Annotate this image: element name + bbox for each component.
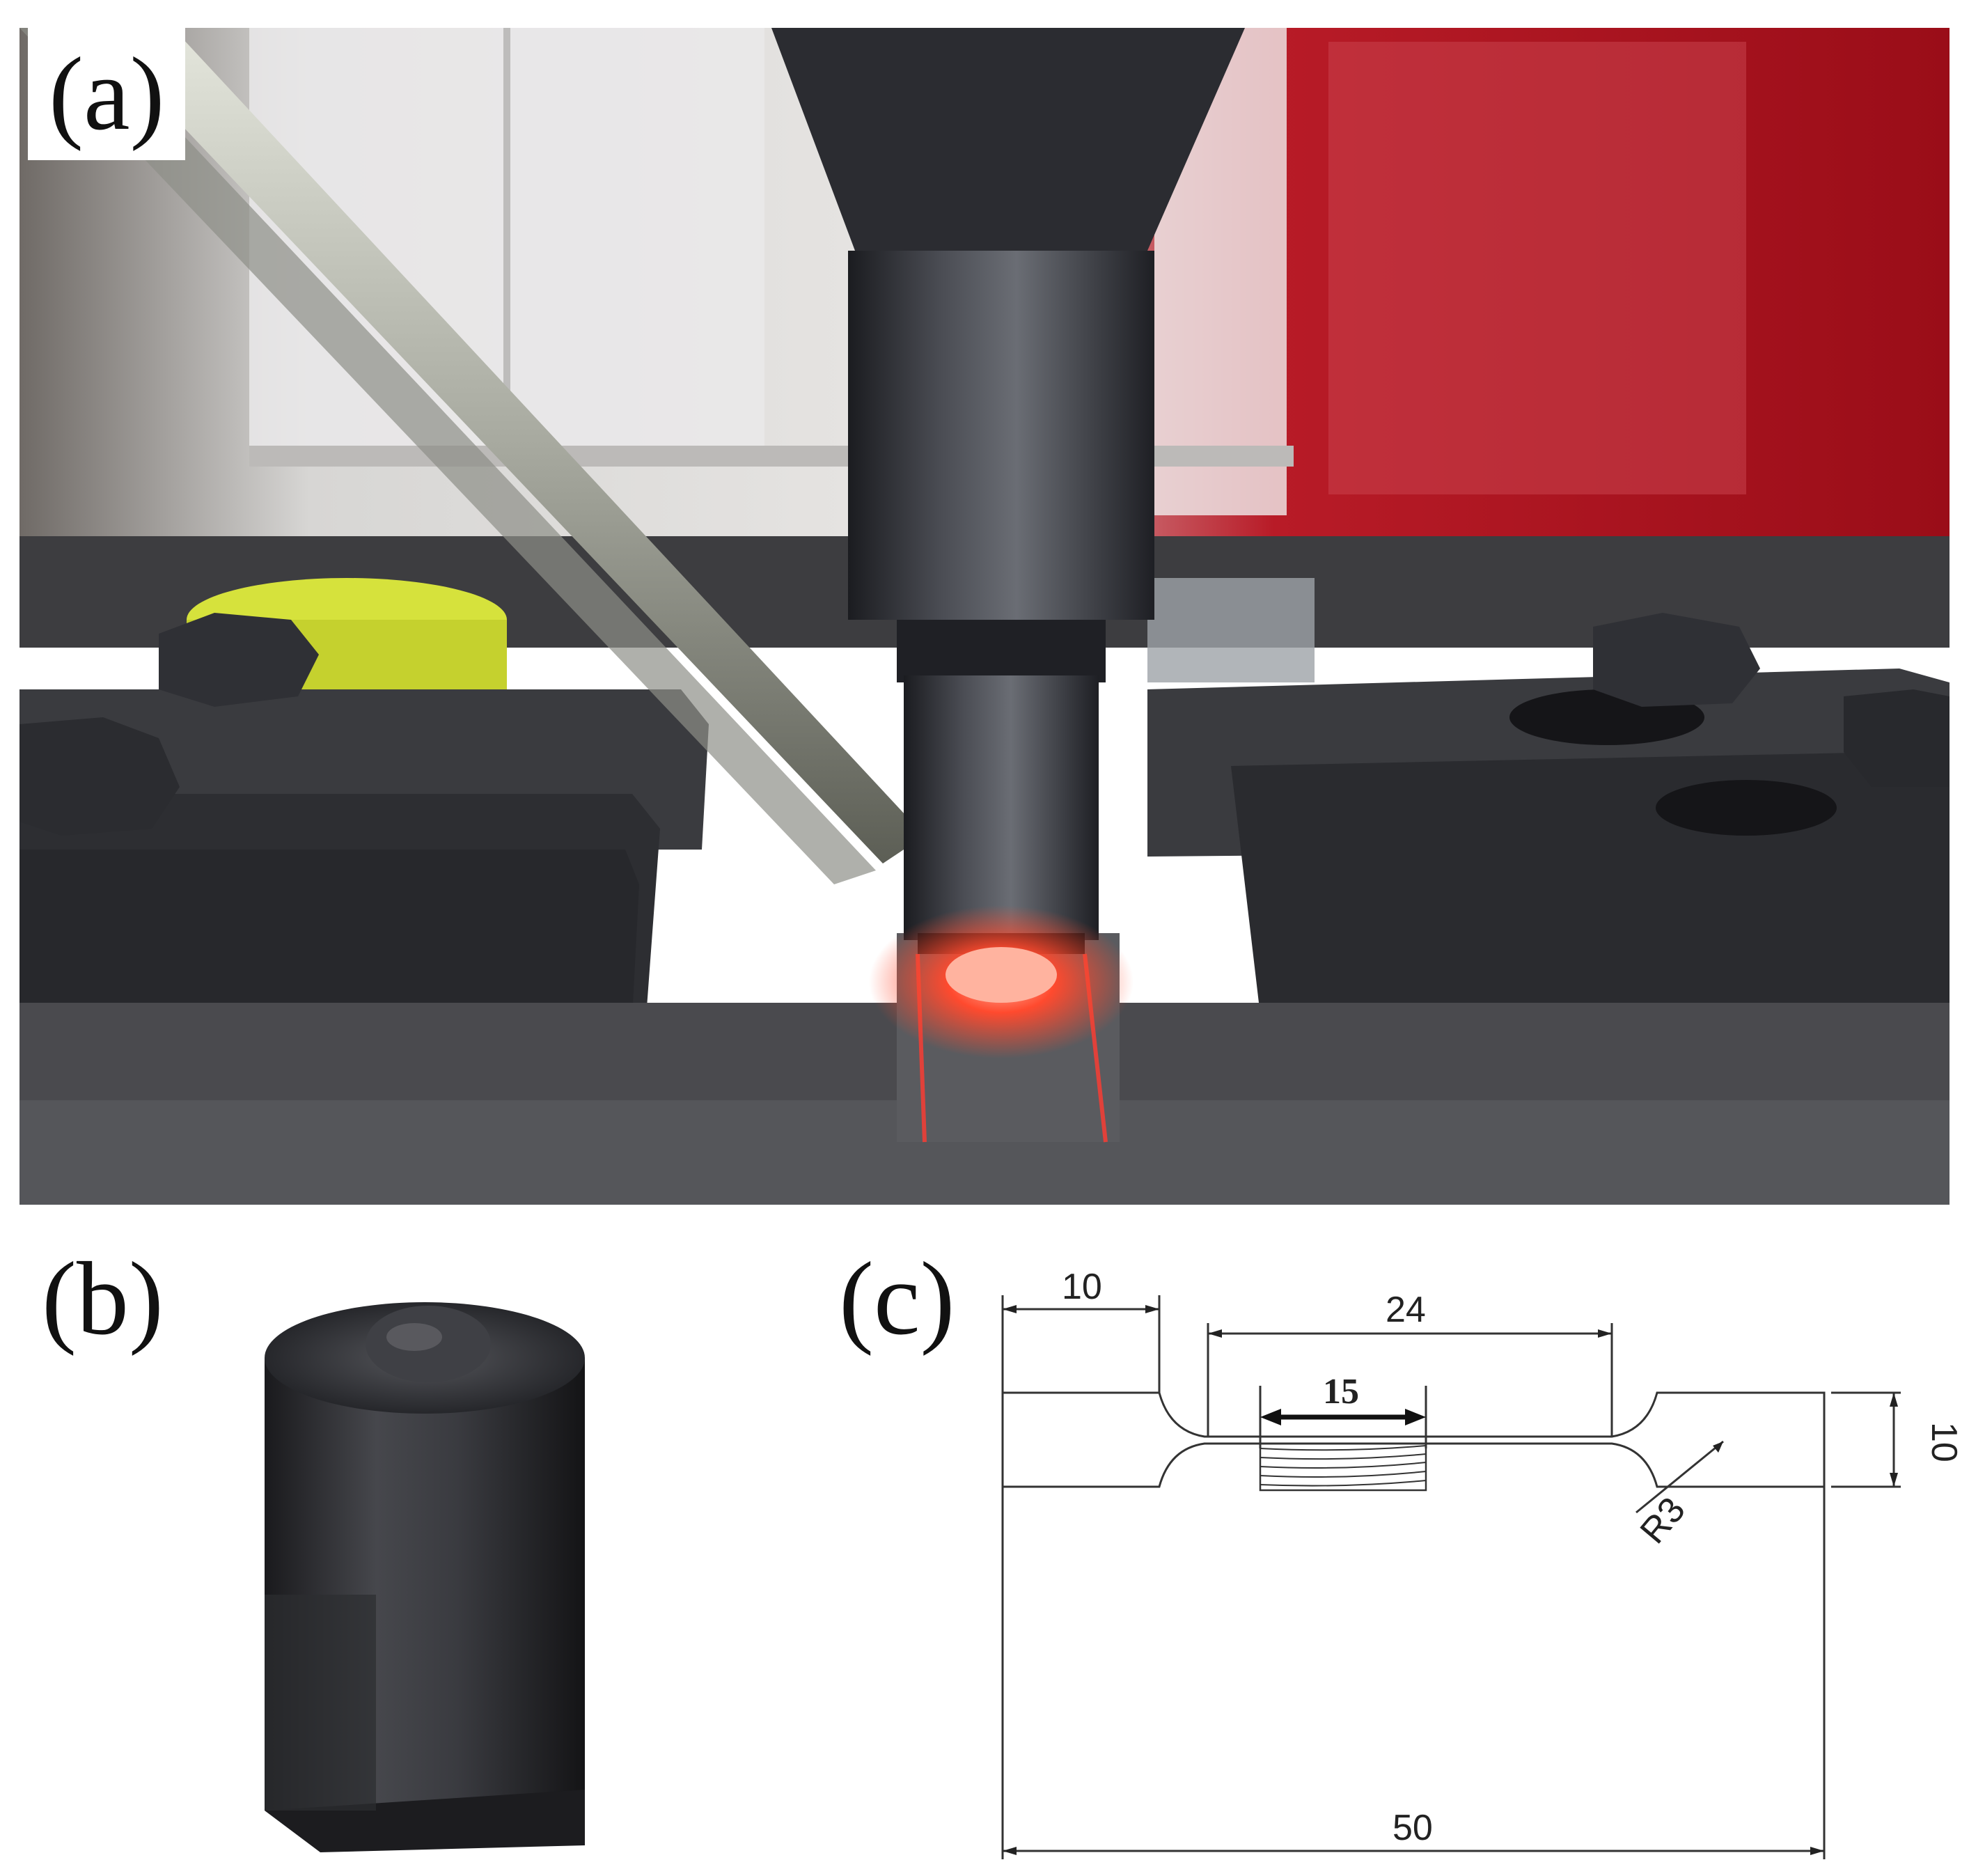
dim-gauge-outer: 24 xyxy=(1386,1290,1426,1330)
dim-grip-length: 10 xyxy=(1062,1267,1102,1307)
dim-gauge-inner: 15 xyxy=(1323,1372,1359,1412)
specimen-drawing: 10 24 15 10 R3 50 xyxy=(1001,1267,1964,1859)
photo-processing-setup xyxy=(19,28,1950,1205)
panel-label-c: (c) xyxy=(839,1241,955,1357)
panel-label-a: (a) xyxy=(28,28,186,160)
dim-radius: R3 xyxy=(1633,1490,1693,1551)
panel-label-b: (b) xyxy=(42,1241,164,1357)
dim-width: 10 xyxy=(1924,1422,1964,1462)
dim-total-length: 50 xyxy=(1393,1808,1433,1848)
photo-tool-cylinder xyxy=(265,1302,585,1852)
